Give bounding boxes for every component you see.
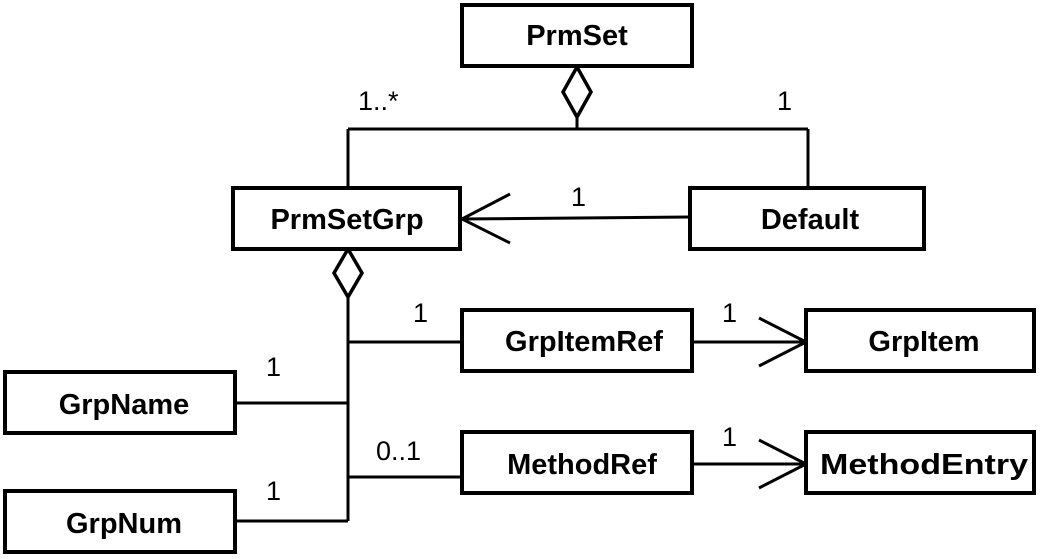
multiplicity-prmsetgrp-grpnum: 1: [266, 476, 281, 506]
grpitem-box: [804, 308, 1036, 373]
grpname-box: [3, 370, 237, 435]
multiplicity-prmset-default: 1: [777, 86, 792, 116]
prmsetgrp-box: [231, 186, 462, 251]
methodref-label: MethodRef: [507, 449, 657, 481]
prmset-label: PrmSet: [526, 20, 628, 52]
class-grpitemref[interactable]: GrpItemRef: [460, 308, 694, 373]
grpitem-label: GrpItem: [868, 326, 979, 358]
multiplicity-prmsetgrp-grpname: 1: [266, 352, 281, 382]
multiplicity-prmsetgrp-grpitemref: 1: [413, 298, 428, 328]
multiplicity-prmsetgrp-methodref: 0..1: [376, 436, 421, 466]
class-default[interactable]: Default: [688, 186, 926, 251]
class-methodref[interactable]: MethodRef: [460, 430, 694, 495]
multiplicity-grpitemref-grpitem: 1: [722, 298, 737, 328]
class-methodentry[interactable]: MethodEntry: [804, 430, 1036, 495]
class-grpitem[interactable]: GrpItem: [804, 308, 1036, 373]
default-label: Default: [761, 204, 860, 236]
prmsetgrp-aggregation-diamond: [331, 245, 365, 301]
grpnum-label: GrpNum: [66, 508, 182, 540]
class-prmset[interactable]: PrmSet: [460, 3, 694, 68]
multiplicity-prmset-prmsetgrp: 1..*: [358, 86, 399, 116]
methodref-box: [460, 430, 694, 495]
prmset-aggregation-diamond: [560, 63, 594, 121]
grpitemref-box: [460, 308, 694, 373]
grpname-label: GrpName: [59, 389, 190, 421]
multiplicity-methodref-methodentry: 1: [722, 422, 737, 452]
methodentry-label: MethodEntry: [820, 449, 1028, 481]
class-prmsetgrp[interactable]: PrmSetGrp: [231, 186, 462, 251]
grpnum-box: [3, 489, 237, 554]
default-to-prmsetgrp-line: [459, 215, 690, 221]
grpitemref-label: GrpItemRef: [505, 326, 663, 358]
connectors: [235, 117, 810, 523]
default-box: [688, 186, 926, 251]
prmsetgrp-label: PrmSetGrp: [270, 204, 423, 236]
class-grpname[interactable]: GrpName: [3, 370, 237, 435]
multiplicity-default-prmsetgrp: 1: [571, 182, 586, 212]
class-grpnum[interactable]: GrpNum: [3, 489, 237, 554]
prmset-box: [460, 3, 694, 68]
methodentry-box: [804, 430, 1036, 495]
